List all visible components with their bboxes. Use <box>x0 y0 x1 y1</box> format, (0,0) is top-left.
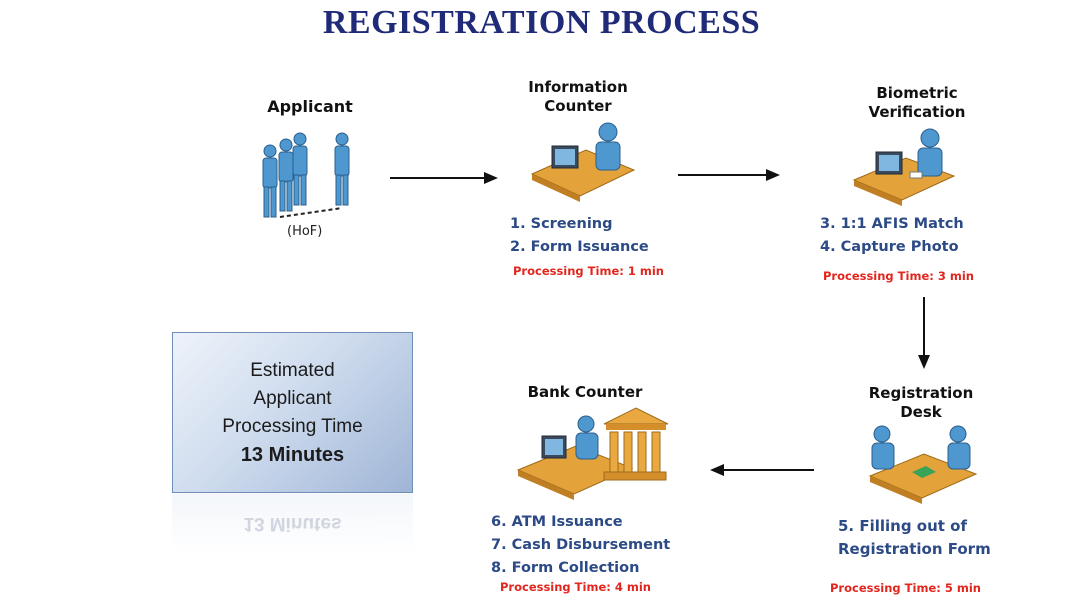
arrow-right-icon <box>678 169 780 181</box>
bank-counter-time: Processing Time: 4 min <box>500 580 651 594</box>
step-item: 5. Filling out of <box>838 517 968 535</box>
registration-desk-label-line1: Registration <box>868 384 974 402</box>
step-item: 1. Screening <box>510 216 613 232</box>
applicant-label: Applicant <box>267 97 353 116</box>
estimated-time-box: Estimated Applicant Processing Time 13 M… <box>172 332 413 493</box>
people-group-icon <box>262 132 350 218</box>
arrow-right-icon <box>390 172 498 184</box>
registration-desk-time: Processing Time: 5 min <box>830 581 981 595</box>
arrow-left-icon <box>710 464 814 476</box>
registration-desk-steps: 5. Filling out of Registration Form <box>838 515 991 561</box>
info-counter-label-line1: Information <box>528 78 628 96</box>
biometric-label-line1: Biometric <box>876 84 958 102</box>
page-title: REGISTRATION PROCESS <box>322 4 761 41</box>
step-item: 4. Capture Photo <box>820 239 959 255</box>
info-counter-label: Information Counter <box>513 78 643 116</box>
step-item: 8. Form Collection <box>491 560 640 576</box>
estimate-line3: Processing Time <box>222 415 363 437</box>
estimate-line2: Applicant <box>253 387 332 409</box>
info-counter-time: Processing Time: 1 min <box>513 264 664 278</box>
info-counter-label-line2: Counter <box>544 97 612 115</box>
step-item: 3. 1:1 AFIS Match <box>820 216 964 232</box>
bank-counter-steps: 6. ATM Issuance 7. Cash Disbursement 8. … <box>491 511 670 580</box>
info-counter-steps: 1. Screening 2. Form Issuance <box>510 213 649 259</box>
biometric-label: Biometric Verification <box>852 84 982 122</box>
biometric-steps: 3. 1:1 AFIS Match 4. Capture Photo <box>820 213 964 259</box>
biometric-desk-icon <box>852 128 956 206</box>
bank-counter-label: Bank Counter <box>527 383 643 401</box>
info-counter-desk-icon <box>530 122 636 202</box>
bank-counter-icon <box>516 407 669 500</box>
step-item: 7. Cash Disbursement <box>491 537 671 553</box>
biometric-label-line2: Verification <box>868 103 966 121</box>
registration-desk-icon <box>868 425 978 504</box>
biometric-time: Processing Time: 3 min <box>823 269 974 283</box>
arrow-down-icon <box>918 297 930 369</box>
step-item: Registration Form <box>838 540 991 558</box>
estimate-reflection: 13 Minutes <box>172 494 413 554</box>
estimate-line1: Estimated <box>250 359 335 381</box>
registration-desk-label-line2: Desk <box>900 403 942 421</box>
hof-label: (HoF) <box>287 224 323 239</box>
estimate-total: 13 Minutes <box>240 443 345 466</box>
step-item: 2. Form Issuance <box>510 239 649 255</box>
estimate-reflection-text: 13 Minutes <box>243 513 342 534</box>
step-item: 6. ATM Issuance <box>491 514 623 530</box>
registration-desk-label: Registration Desk <box>856 384 986 422</box>
